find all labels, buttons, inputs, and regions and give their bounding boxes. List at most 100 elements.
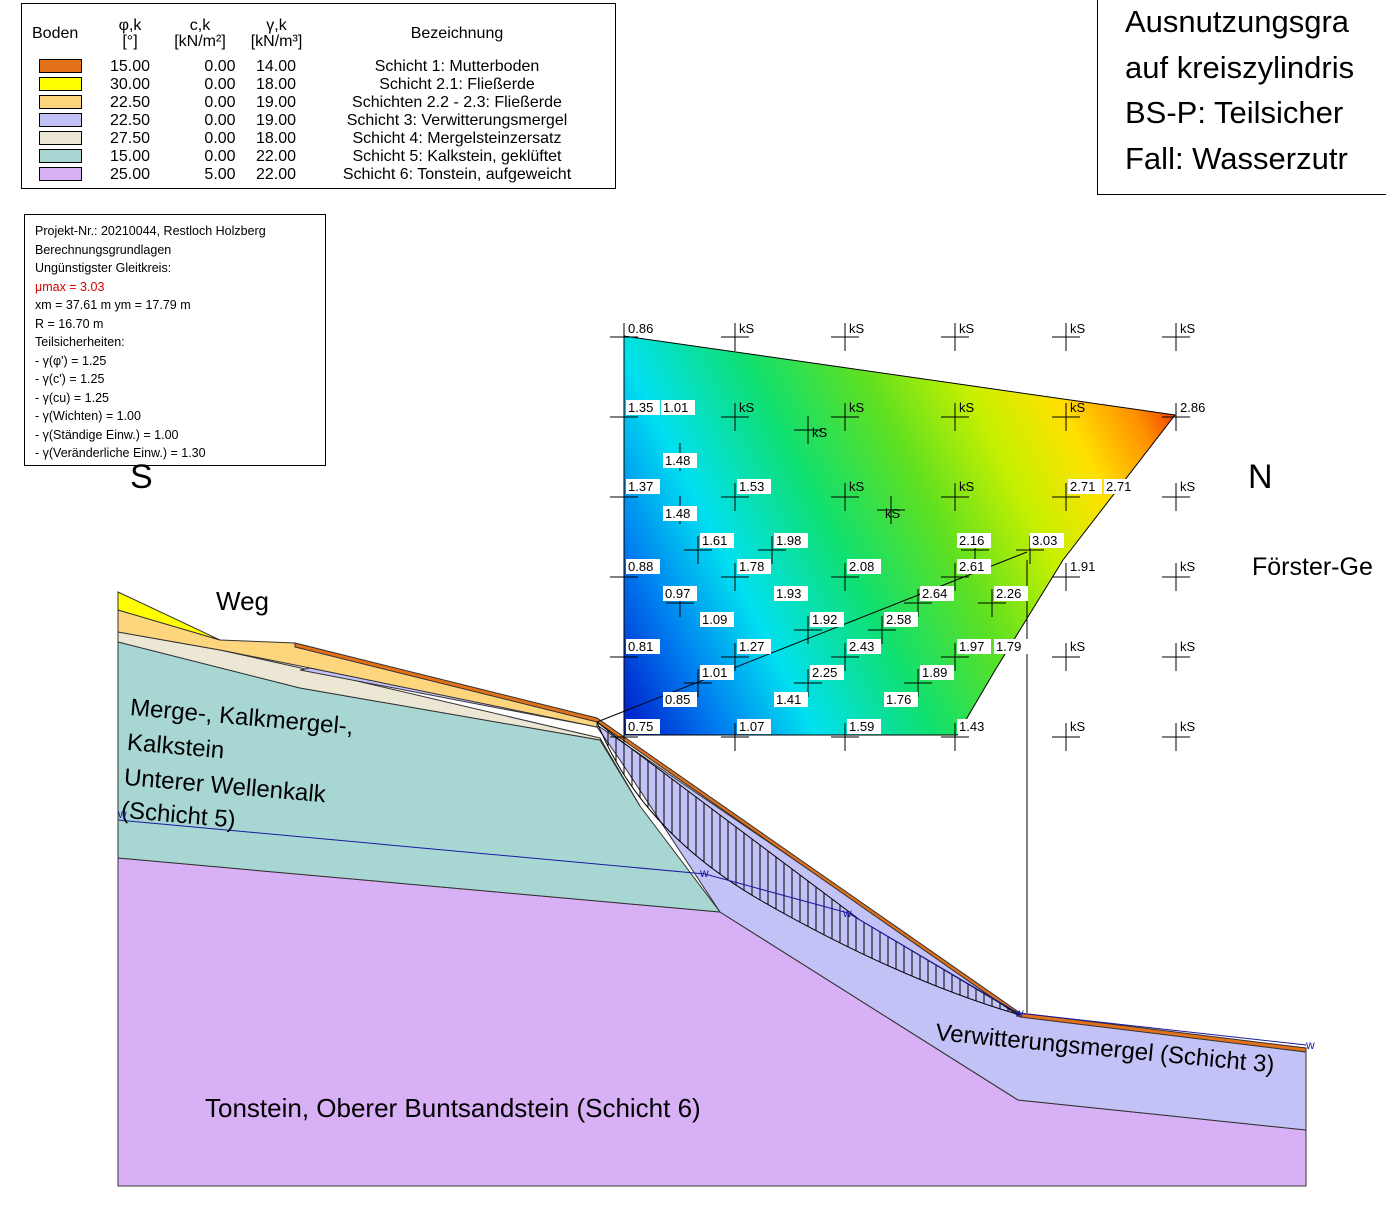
- grid-value: 0.97: [665, 586, 690, 601]
- grid-value: kS: [1180, 321, 1196, 336]
- layer-schicht-4: [117, 631, 641, 807]
- grid-cross: [721, 323, 749, 351]
- grid-value-background: [884, 692, 918, 707]
- grid-value: kS: [959, 479, 975, 494]
- grid-cross: [941, 643, 969, 671]
- phi-value: 25.00: [109, 166, 151, 183]
- grid-value-background: [994, 586, 1028, 601]
- grid-cross: [1052, 403, 1080, 431]
- grid-value: 1.01: [702, 665, 727, 680]
- color-swatch: [39, 59, 82, 73]
- water-marker: w: [1305, 1038, 1315, 1052]
- grid-cross: [877, 496, 905, 524]
- grid-value: 1.53: [739, 479, 764, 494]
- grid-value: kS: [1180, 559, 1196, 574]
- grid-value-background: [810, 665, 844, 680]
- legend-header-phi-unit: [°]: [122, 33, 138, 50]
- grid-value: kS: [739, 321, 755, 336]
- grid-value: 1.93: [776, 586, 801, 601]
- grid-value: 0.85: [665, 692, 690, 707]
- grid-cross: [1162, 563, 1190, 591]
- grid-value: 1.97: [959, 639, 984, 654]
- grid-cross: [868, 616, 896, 644]
- grid-cross: [1052, 323, 1080, 351]
- grid-value-background: [810, 612, 844, 627]
- grid-cross: [610, 723, 638, 751]
- grid-value-background: [957, 533, 991, 548]
- layer-schicht-1: [294, 642, 1307, 1053]
- grid-value-background: [663, 506, 697, 521]
- factor-c: - γ(c') = 1.25: [35, 372, 105, 386]
- grid-value: 2.64: [922, 586, 947, 601]
- grid-value: kS: [885, 506, 901, 521]
- grid-value: 1.35: [628, 400, 653, 415]
- legend-header-c-unit: [kN/m²]: [174, 33, 226, 50]
- color-swatch: [39, 167, 82, 181]
- grid-value: 1.09: [702, 612, 727, 627]
- grid-cross: [941, 403, 969, 431]
- grid-value-background: [920, 586, 954, 601]
- legend-row: 22.50 0.00 19.00 Schicht 3: Verwitterung…: [22, 112, 617, 130]
- grid-value-background: [994, 639, 1028, 654]
- c-value: 0.00: [204, 94, 236, 111]
- grid-value-background: [626, 559, 660, 574]
- grid-cross: [941, 723, 969, 751]
- grid-value: 3.03: [1032, 533, 1057, 548]
- grid-cross: [684, 536, 712, 564]
- soil-legend-table: Boden φ,k [°] c,k [kN/m²] γ,k [kN/m³] Be…: [21, 3, 616, 189]
- c-value: 5.00: [204, 166, 236, 183]
- layer-name: Schicht 5: Kalkstein, geklüftet: [352, 148, 562, 165]
- grid-value: 0.75: [628, 719, 653, 734]
- grid-value-background: [1030, 533, 1064, 548]
- grid-value: 1.91: [1070, 559, 1095, 574]
- grid-value: 2.08: [849, 559, 874, 574]
- title-line: BS-P: Teilsicher: [1125, 95, 1344, 130]
- schicht6-label: Tonstein, Oberer Buntsandstein (Schicht …: [205, 1093, 701, 1123]
- layer-name: Schicht 3: Verwitterungsmergel: [346, 112, 568, 129]
- grid-cross: [1052, 563, 1080, 591]
- layer-name: Schicht 2.1: Fließerde: [379, 76, 535, 93]
- mu-max: μmax = 3.03: [35, 280, 105, 294]
- grid-value-background: [884, 612, 918, 627]
- north-label: N: [1248, 458, 1273, 496]
- grid-value: 2.26: [996, 586, 1021, 601]
- grid-value-background: [663, 453, 697, 468]
- weg-label: Weg: [216, 586, 269, 616]
- layer-name: Schicht 6: Tonstein, aufgeweicht: [342, 166, 572, 183]
- layer-name: Schicht 4: Mergelsteinzersatz: [352, 130, 562, 147]
- grid-value: 1.37: [628, 479, 653, 494]
- gamma-value: 22.00: [255, 166, 297, 183]
- grid-value: kS: [1070, 639, 1086, 654]
- grid-value: 1.79: [996, 639, 1021, 654]
- c-value: 0.00: [204, 58, 236, 75]
- grid-value: 1.07: [739, 719, 764, 734]
- grid-cross: [831, 323, 859, 351]
- grid-value: kS: [849, 479, 865, 494]
- foerster-label: Förster-Ge: [1252, 553, 1373, 581]
- grid-value: kS: [1180, 719, 1196, 734]
- grid-cross: [1162, 723, 1190, 751]
- grid-value-background: [774, 533, 808, 548]
- grid-value-background: [957, 639, 991, 654]
- grid-cross: [831, 483, 859, 511]
- grid-cross: [831, 723, 859, 751]
- grid-value-background: [626, 639, 660, 654]
- grid-value: kS: [1070, 321, 1086, 336]
- grid-cross: [794, 416, 822, 444]
- grid-value: 2.43: [849, 639, 874, 654]
- title-box: Ausnutzungsgra auf kreiszylindris BS-P: …: [1097, 0, 1386, 195]
- project-number: Projekt-Nr.: 20210044, Restloch Holzberg: [35, 224, 266, 238]
- grid-cross: [941, 563, 969, 591]
- grid-value-background: [774, 692, 808, 707]
- title-line: Fall: Wasserzutr: [1125, 141, 1348, 176]
- slip-body-hatching: [607, 730, 1009, 1012]
- grid-cross: [941, 323, 969, 351]
- grid-value-background: [737, 639, 771, 654]
- grid-cross: [1052, 643, 1080, 671]
- grid-cross: [721, 403, 749, 431]
- grid-value: 1.48: [665, 453, 690, 468]
- factor-cu: - γ(cu) = 1.25: [35, 391, 109, 405]
- water-marker: w: [699, 866, 709, 880]
- grid-value: 2.86: [1180, 400, 1205, 415]
